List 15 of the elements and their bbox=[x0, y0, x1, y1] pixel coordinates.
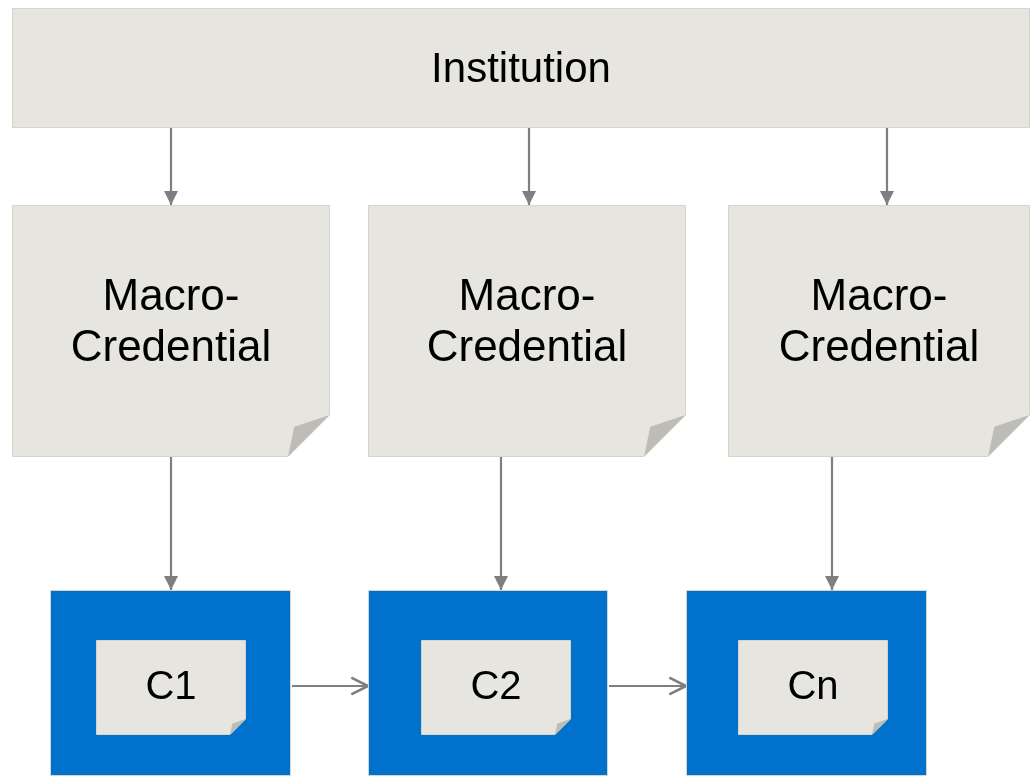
arrow bbox=[609, 676, 688, 696]
node-label: Cn bbox=[786, 661, 840, 708]
node-label: Institution bbox=[430, 43, 612, 93]
arrow bbox=[164, 128, 178, 205]
arrow bbox=[164, 457, 178, 590]
arrow bbox=[494, 457, 508, 590]
node-label: C2 bbox=[469, 661, 523, 708]
node-label: Macro- Credential bbox=[777, 270, 981, 372]
node-label: C1 bbox=[144, 661, 198, 708]
arrow bbox=[880, 128, 894, 205]
node-label: Macro- Credential bbox=[425, 270, 629, 372]
arrow bbox=[522, 128, 536, 205]
arrow bbox=[292, 676, 370, 696]
node-label: Macro- Credential bbox=[69, 270, 273, 372]
arrow bbox=[825, 457, 839, 590]
